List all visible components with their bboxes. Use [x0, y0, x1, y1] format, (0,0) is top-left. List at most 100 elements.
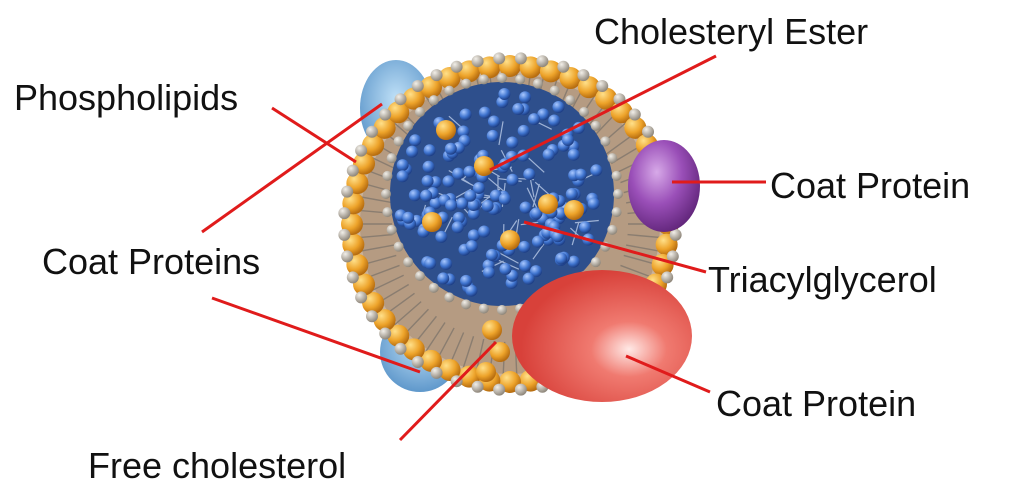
triacylglycerol-bead [409, 134, 421, 146]
phospholipid-head-small [431, 367, 443, 379]
triacylglycerol-bead [424, 144, 436, 156]
phospholipid-head-small [493, 52, 505, 64]
inner-head [591, 257, 601, 267]
triacylglycerol-bead [435, 231, 447, 243]
triacylglycerol-bead [483, 266, 495, 278]
cholesteryl-ester-bead [564, 200, 584, 220]
inner-head [497, 305, 507, 315]
triacylglycerol-bead [440, 258, 452, 270]
label-triacylglycerol: Triacylglycerol [708, 262, 937, 298]
inner-head [381, 189, 391, 199]
inner-head [497, 73, 507, 83]
phospholipid-head-small [493, 384, 505, 396]
inner-head [565, 95, 575, 105]
inner-head [533, 79, 543, 89]
triacylglycerol-bead [575, 169, 587, 181]
inner-head [403, 257, 413, 267]
inner-head [444, 292, 454, 302]
triacylglycerol-bead [445, 199, 457, 211]
phospholipid-head-small [431, 69, 443, 81]
phospholipid-head-small [515, 384, 527, 396]
phospholipid-head-small [412, 356, 424, 368]
triacylglycerol-bead [397, 159, 409, 171]
triacylglycerol-bead [409, 189, 421, 201]
inner-head [387, 225, 397, 235]
phospholipid-head-small [395, 343, 407, 355]
phospholipid-head-small [536, 55, 548, 67]
label-coat-protein-bottom: Coat Protein [716, 386, 916, 422]
coat-protein-red [512, 270, 692, 402]
phospholipid-head-small [379, 327, 391, 339]
inner-head [579, 107, 589, 117]
inner-head [607, 153, 617, 163]
phospholipid-head-small [629, 109, 641, 121]
phospholipid-head-small [395, 93, 407, 105]
triacylglycerol-bead [588, 198, 600, 210]
triacylglycerol-bead [452, 168, 464, 180]
inner-head [479, 74, 489, 84]
triacylglycerol-bead [523, 168, 535, 180]
phospholipid-head-small [338, 229, 350, 241]
triacylglycerol-bead [468, 229, 480, 241]
triacylglycerol-bead [519, 260, 531, 272]
phospholipid-head-small [412, 80, 424, 92]
phospholipid-head-small [557, 61, 569, 73]
triacylglycerol-bead [498, 88, 510, 100]
phospholipid-head-small [661, 271, 673, 283]
triacylglycerol-bead [499, 193, 511, 205]
triacylglycerol-bead [420, 190, 432, 202]
triacylglycerol-bead [506, 136, 518, 148]
triacylglycerol-bead [543, 149, 555, 161]
triacylglycerol-bead [562, 134, 574, 146]
phospholipid-head-small [355, 291, 367, 303]
label-coat-proteins: Coat Proteins [42, 244, 260, 280]
cholesteryl-ester-bead [474, 156, 494, 176]
phospholipid-head-small [366, 310, 378, 322]
coat-protein-purple [628, 140, 700, 232]
cholesteryl-ester-bead [436, 120, 456, 140]
phospholipid-head-small [596, 80, 608, 92]
inner-head [394, 136, 404, 146]
triacylglycerol-bead [555, 253, 567, 265]
phospholipid-head-small [341, 186, 353, 198]
phospholipid-head-small [472, 55, 484, 67]
inner-head [382, 207, 392, 217]
triacylglycerol-bead [479, 107, 491, 119]
phospholipid-head-small [451, 61, 463, 73]
triacylglycerol-bead [397, 170, 409, 182]
phospholipid-head-small [338, 207, 350, 219]
phospholipid-head-small [341, 250, 353, 262]
triacylglycerol-bead [518, 125, 530, 137]
triacylglycerol-bead [566, 188, 578, 200]
phospholipid-head-small [577, 69, 589, 81]
triacylglycerol-bead [552, 101, 564, 113]
triacylglycerol-bead [512, 103, 524, 115]
triacylglycerol-bead [499, 263, 511, 275]
phospholipid-head-small [347, 271, 359, 283]
triacylglycerol-bead [478, 225, 490, 237]
phospholipid-head-small [472, 381, 484, 393]
triacylglycerol-bead [590, 164, 602, 176]
triacylglycerol-bead [445, 143, 457, 155]
inner-head [591, 121, 601, 131]
triacylglycerol-bead [518, 241, 530, 253]
phospholipid-head-small [379, 109, 391, 121]
cholesteryl-ester-bead [422, 212, 442, 232]
inner-head [612, 207, 622, 217]
inner-head [613, 189, 623, 199]
phospholipid-head-small [366, 126, 378, 138]
triacylglycerol-bead [452, 221, 464, 233]
inner-head [607, 225, 617, 235]
free-cholesterol-bead [482, 320, 502, 340]
inner-head [550, 86, 560, 96]
inner-head [403, 121, 413, 131]
triacylglycerol-bead [460, 275, 472, 287]
inner-head [382, 171, 392, 181]
triacylglycerol-bead [422, 175, 434, 187]
triacylglycerol-bead [523, 273, 535, 285]
triacylglycerol-bead [532, 236, 544, 248]
label-coat-protein-right: Coat Protein [770, 168, 970, 204]
free-cholesterol-bead [476, 362, 496, 382]
triacylglycerol-bead [464, 190, 476, 202]
inner-head [429, 283, 439, 293]
